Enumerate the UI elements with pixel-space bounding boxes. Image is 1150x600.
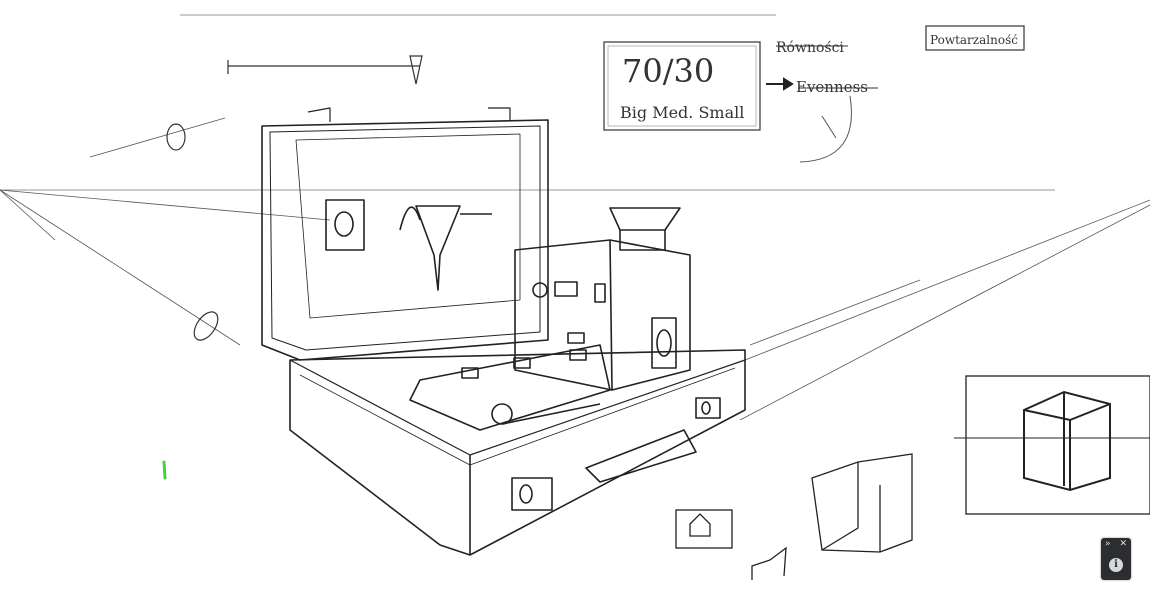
small-sketches (675, 375, 1150, 580)
repetition-box (925, 25, 1025, 51)
struck-word-1: Równości (776, 40, 844, 56)
close-icon[interactable]: ✕ (1119, 539, 1127, 549)
ratio-text: 70/30 (622, 52, 714, 90)
arrow-icon (766, 77, 794, 91)
ratio-note-box (603, 41, 761, 131)
repetition-text: Powtarzalność (930, 33, 1018, 47)
green-mark (162, 460, 167, 480)
curve-arrow (799, 95, 852, 163)
collapse-icon[interactable]: » (1105, 539, 1111, 549)
struck-word-2: Evenness (796, 78, 868, 96)
panel-header: » ✕ (1101, 538, 1131, 550)
suitcase-drawing (261, 107, 746, 556)
sizes-text: Big Med. Small (620, 103, 744, 122)
guide-lines (0, 14, 1055, 191)
stroke-doodles (166, 55, 423, 341)
info-icon[interactable]: i (1109, 558, 1123, 572)
floating-tool-panel: » ✕ i (1101, 538, 1131, 580)
perspective-lines (0, 117, 1150, 421)
